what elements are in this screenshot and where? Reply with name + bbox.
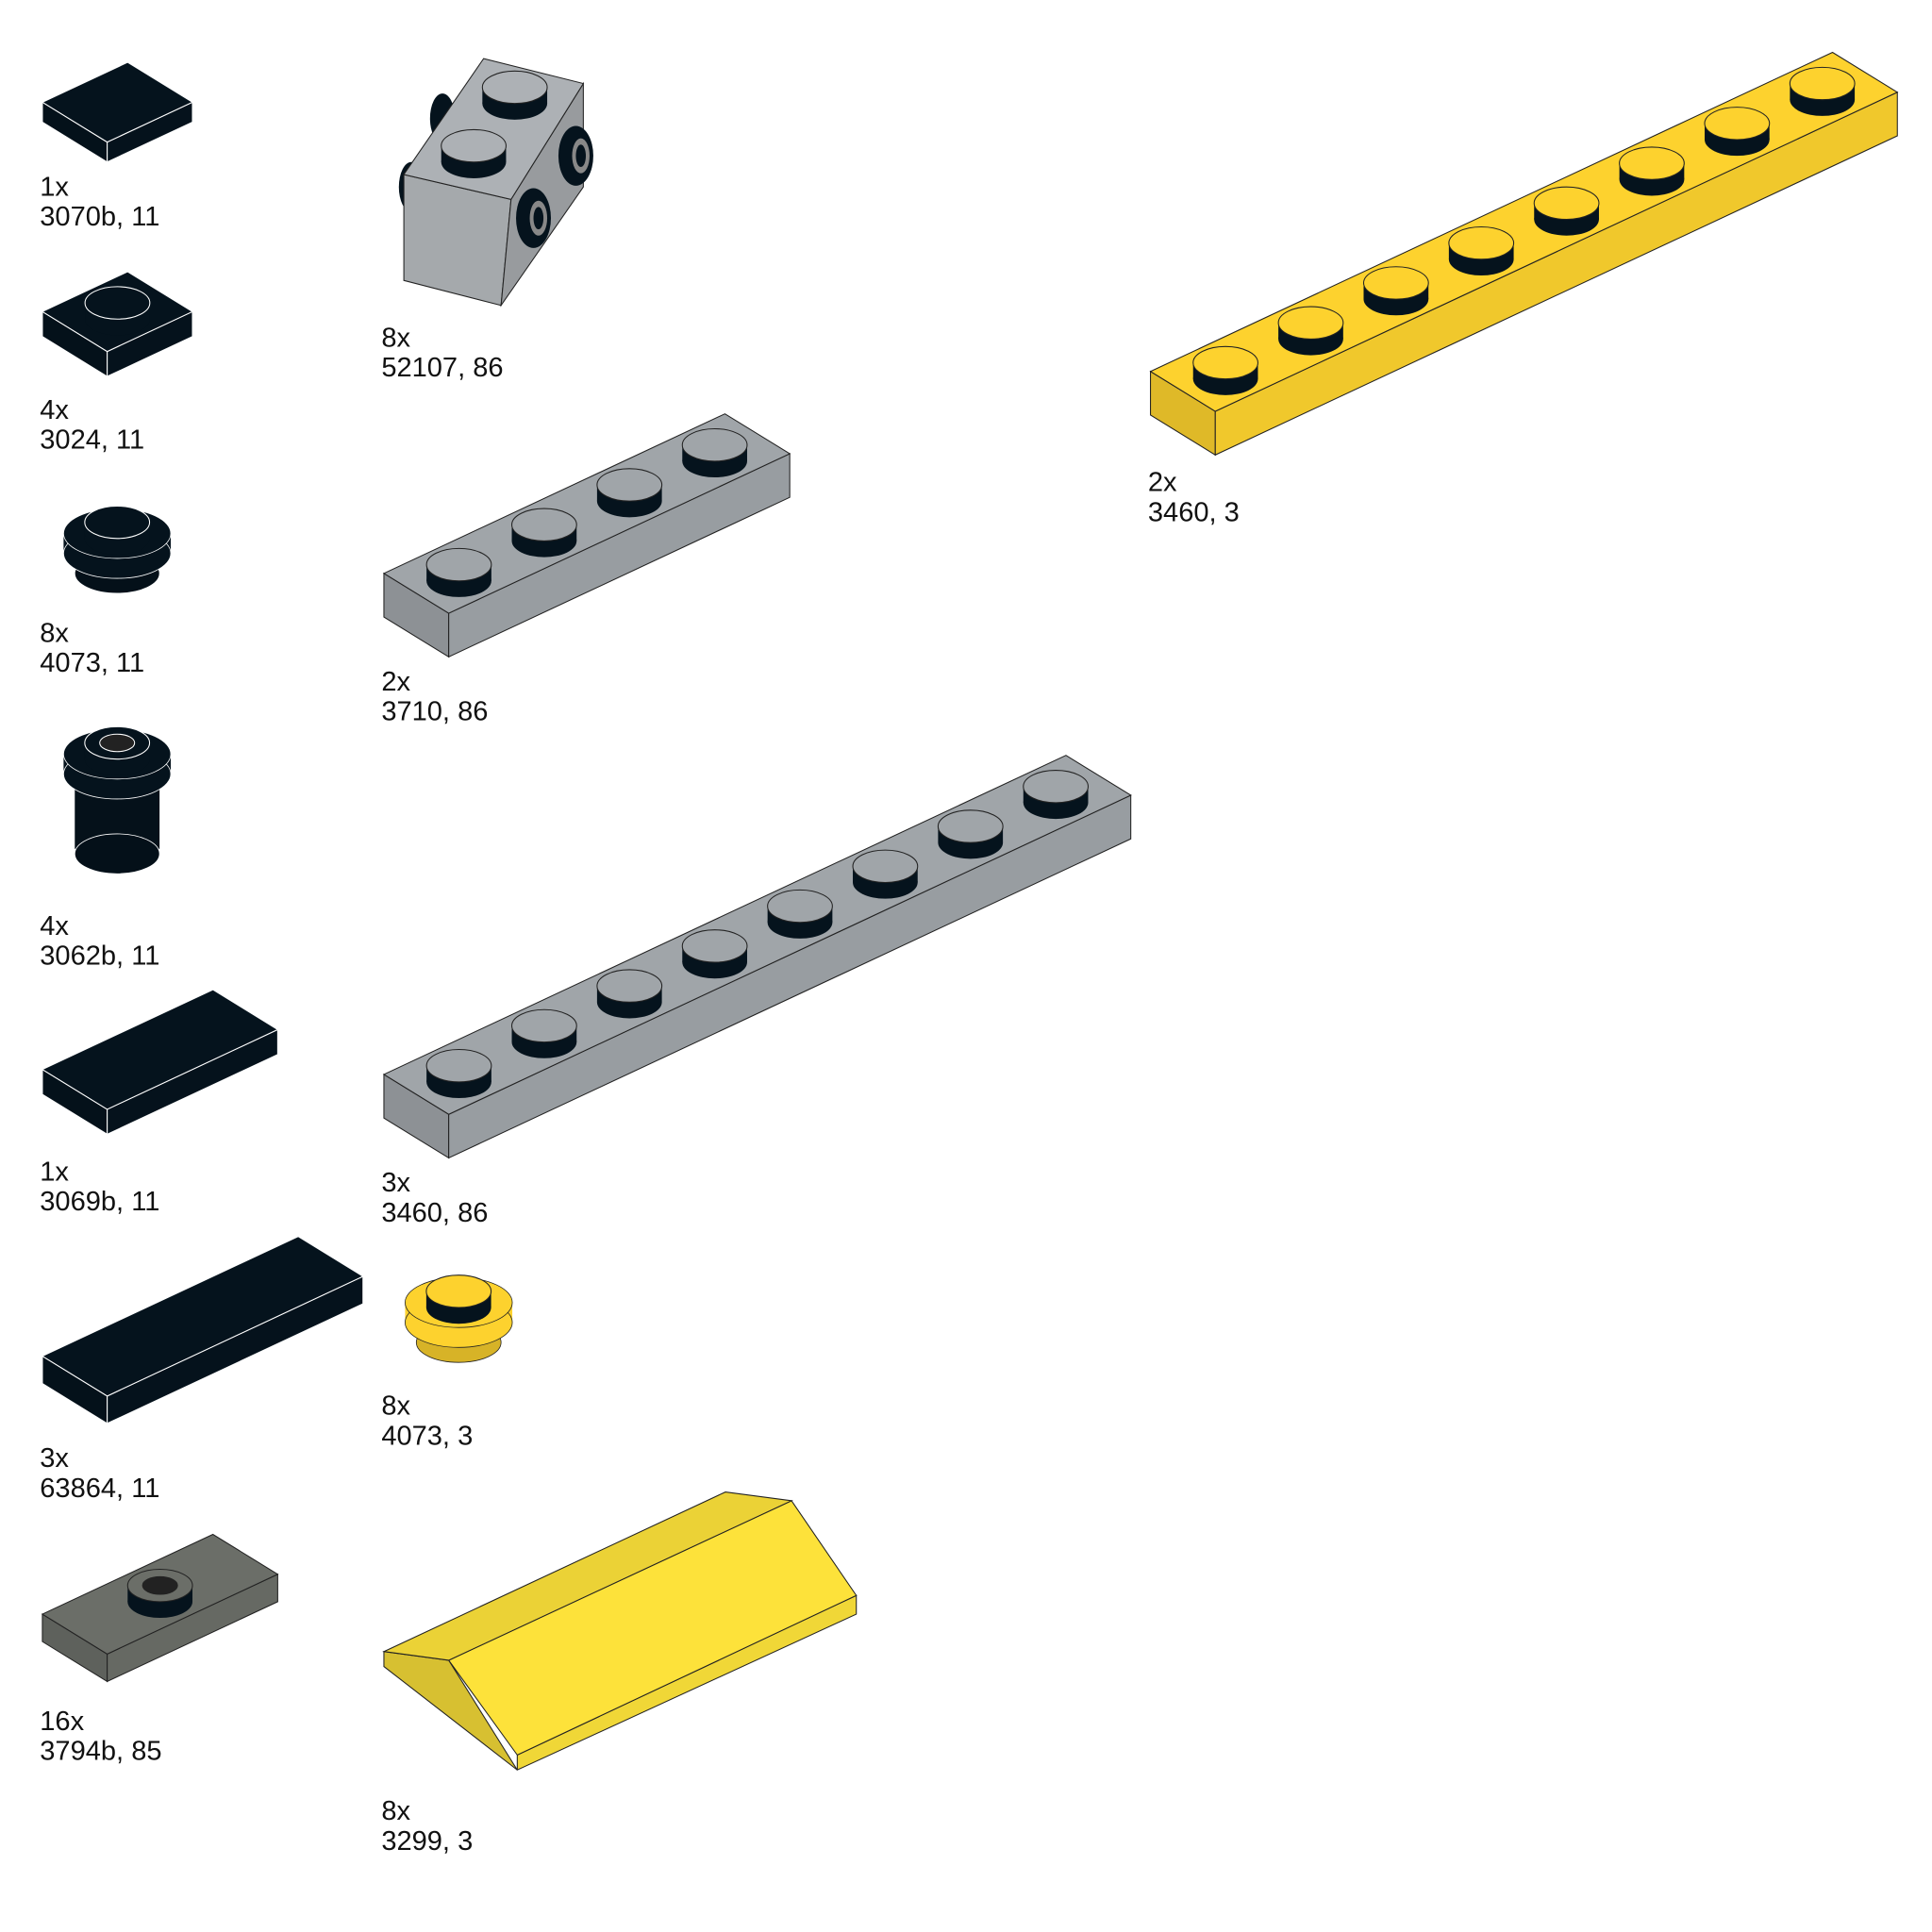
part-quantity: 8x xyxy=(381,323,410,353)
part-quantity: 8x xyxy=(40,618,69,648)
part-quantity: 2x xyxy=(381,667,410,697)
part-id-color: 3460, 86 xyxy=(381,1198,488,1228)
part-id-color: 52107, 86 xyxy=(381,353,503,383)
part-quantity: 4x xyxy=(40,395,69,425)
part-image xyxy=(41,61,194,163)
part-image xyxy=(1149,51,1899,457)
part-image xyxy=(398,58,593,308)
part-quantity: 3x xyxy=(381,1168,410,1198)
part-id-color: 3460, 3 xyxy=(1148,497,1240,527)
part-image xyxy=(62,505,172,594)
part-id-color: 3794b, 85 xyxy=(40,1737,161,1767)
part-image xyxy=(41,989,279,1136)
part-quantity: 4x xyxy=(40,911,69,941)
part-id-color: 4073, 11 xyxy=(40,648,144,678)
part-image xyxy=(382,755,1132,1159)
part-quantity: 3x xyxy=(40,1443,69,1474)
part-image xyxy=(382,1491,858,1772)
part-id-color: 4073, 3 xyxy=(381,1421,473,1451)
part-quantity: 1x xyxy=(40,172,69,202)
part-id-color: 3069b, 11 xyxy=(40,1187,159,1217)
part-id-color: 3062b, 11 xyxy=(40,941,159,972)
part-image xyxy=(405,1274,513,1363)
part-image xyxy=(41,271,194,377)
part-quantity: 1x xyxy=(40,1157,69,1187)
part-quantity: 8x xyxy=(381,1796,410,1826)
part-quantity: 16x xyxy=(40,1707,84,1737)
part-quantity: 8x xyxy=(381,1391,410,1422)
part-id-color: 3024, 11 xyxy=(40,425,144,456)
part-image xyxy=(41,1236,364,1424)
part-id-color: 3299, 3 xyxy=(381,1826,473,1857)
part-image xyxy=(62,725,172,874)
part-quantity: 2x xyxy=(1148,468,1177,498)
part-id-color: 3710, 86 xyxy=(381,697,488,727)
part-id-color: 3070b, 11 xyxy=(40,202,159,232)
part-id-color: 63864, 11 xyxy=(40,1474,159,1504)
part-image xyxy=(382,413,791,658)
part-image xyxy=(41,1533,279,1683)
